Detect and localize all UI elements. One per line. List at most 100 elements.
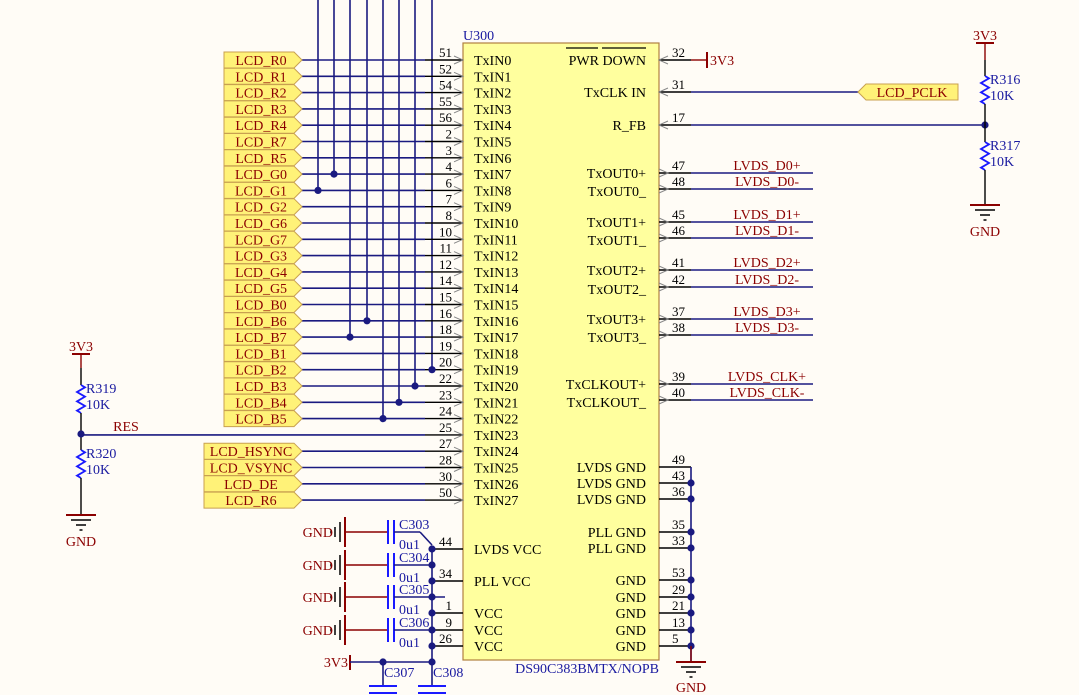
pin-name: TxIN14	[474, 282, 518, 297]
net-label-lcd-g0[interactable]: LCD_G0	[235, 168, 287, 183]
net-label-flag[interactable]	[203, 475, 303, 493]
net-label-lcd-b1[interactable]: LCD_B1	[235, 347, 286, 362]
power-3v3-label: 3V3	[324, 656, 348, 671]
net-label-lcd-b5[interactable]: LCD_B5	[235, 413, 286, 428]
net-label-lcd-g7[interactable]: LCD_G7	[235, 233, 287, 248]
net-label-lcd-r6[interactable]: LCD_R6	[225, 494, 276, 509]
net-label-flag[interactable]	[203, 459, 303, 476]
cap-ref: C304	[399, 551, 429, 566]
input-pin-arrow-icon	[453, 479, 465, 489]
gnd-pin-name: GND	[616, 607, 646, 622]
net-label-lcd-r2[interactable]: LCD_R2	[235, 87, 286, 102]
lvds-net-label: LVDS_D3+	[733, 305, 800, 320]
r319-resistor-icon[interactable]	[75, 384, 87, 414]
power-pin-name: VCC	[474, 640, 503, 655]
pin-name: TxIN24	[474, 445, 518, 460]
net-label-flag[interactable]	[223, 393, 303, 411]
net-label-lcd-b0[interactable]: LCD_B0	[235, 299, 286, 314]
pin-name: TxIN22	[474, 413, 518, 428]
cap-value: 0u1	[399, 538, 420, 553]
net-label-lcd-r0[interactable]: LCD_R0	[235, 54, 286, 69]
pin-number: 47	[672, 158, 686, 173]
net-label-flag[interactable]	[223, 377, 303, 395]
net-label-flag[interactable]	[203, 491, 303, 509]
net-label-flag[interactable]	[223, 116, 303, 134]
net-label-flag[interactable]	[223, 230, 303, 248]
net-label-flag[interactable]	[203, 442, 303, 460]
input-pin-arrow-icon	[453, 381, 465, 391]
net-label-flag[interactable]	[223, 328, 303, 346]
net-label-flag[interactable]	[223, 149, 303, 167]
gnd-pin-name: GND	[616, 591, 646, 606]
net-label-lcd-b7[interactable]: LCD_B7	[235, 331, 286, 346]
net-label-lcd-g2[interactable]: LCD_G2	[235, 201, 287, 216]
input-pin-arrow-icon	[453, 414, 465, 424]
ic-body-u300[interactable]	[462, 42, 660, 661]
pin-number: 49	[672, 452, 685, 467]
lvds-pin-name: TxOUT0+	[587, 167, 646, 182]
net-label-lcd-g4[interactable]: LCD_G4	[235, 266, 287, 281]
net-label-flag[interactable]	[223, 361, 303, 379]
r319-value: 10K	[86, 398, 110, 413]
net-label-lcd-r5[interactable]: LCD_R5	[235, 152, 286, 167]
net-label-flag[interactable]	[223, 133, 303, 150]
r317-resistor-icon[interactable]	[979, 141, 991, 171]
power-3v3-label: 3V3	[710, 54, 734, 69]
net-label-lcd-pclk[interactable]: LCD_PCLK	[877, 86, 948, 101]
net-label-lcd-b3[interactable]: LCD_B3	[235, 380, 286, 395]
net-label-lcd-r7[interactable]: LCD_R7	[235, 136, 286, 151]
input-pin-arrow-icon	[453, 153, 465, 163]
r316-value: 10K	[990, 89, 1014, 104]
pin-name: TxIN13	[474, 266, 518, 281]
junction-dot	[395, 398, 403, 406]
net-label-flag[interactable]	[223, 198, 303, 216]
pin-name: TxIN17	[474, 331, 518, 346]
net-label-flag[interactable]	[223, 100, 303, 118]
net-label-lcd-g5[interactable]: LCD_G5	[235, 282, 287, 297]
pin-number: 37	[672, 304, 686, 319]
gnd-label: GND	[303, 526, 333, 541]
net-label-flag[interactable]	[223, 181, 303, 199]
net-label-flag[interactable]	[857, 83, 959, 101]
net-label-lcd-g1[interactable]: LCD_G1	[235, 184, 287, 199]
net-label-lcd-g3[interactable]: LCD_G3	[235, 250, 287, 265]
pin-number: 41	[672, 255, 685, 270]
net-label-lcd-hsync[interactable]: LCD_HSYNC	[210, 445, 292, 460]
net-label-lcd-g6[interactable]: LCD_G6	[235, 217, 287, 232]
net-label-lcd-b4[interactable]: LCD_B4	[235, 396, 286, 411]
r316-resistor-icon[interactable]	[979, 75, 991, 105]
pin-number: 9	[446, 615, 453, 630]
r320-resistor-icon[interactable]	[75, 449, 87, 479]
net-label-lcd-r3[interactable]: LCD_R3	[235, 103, 286, 118]
lvds-net-label: LVDS_D2-	[735, 273, 799, 288]
input-pin-arrow-icon	[657, 55, 669, 65]
net-label-lcd-r4[interactable]: LCD_R4	[235, 119, 286, 134]
net-label-flag[interactable]	[223, 247, 303, 265]
pin-number: 44	[439, 534, 453, 549]
net-label-flag[interactable]	[223, 312, 303, 330]
net-label-flag[interactable]	[223, 279, 303, 297]
net-label-flag[interactable]	[223, 263, 303, 281]
net-label-flag[interactable]	[223, 214, 303, 232]
input-pin-arrow-icon	[453, 251, 465, 261]
net-label-lcd-b6[interactable]: LCD_B6	[235, 315, 286, 330]
pin-number: 23	[439, 387, 452, 402]
r320-value: 10K	[86, 463, 110, 478]
net-label-lcd-vsync[interactable]: LCD_VSYNC	[210, 462, 292, 477]
net-label-flag[interactable]	[223, 165, 303, 183]
net-label-lcd-b2[interactable]: LCD_B2	[235, 364, 286, 379]
net-label-flag[interactable]	[223, 296, 303, 313]
junction-dot	[428, 366, 436, 374]
pin-number: 53	[672, 565, 685, 580]
net-label-flag[interactable]	[223, 51, 303, 69]
gnd-pin-name: GND	[616, 574, 646, 589]
net-label-flag[interactable]	[223, 410, 303, 428]
input-pin-arrow-icon	[453, 397, 465, 407]
net-label-lcd-r1[interactable]: LCD_R1	[235, 70, 286, 85]
net-label-flag[interactable]	[223, 344, 303, 362]
net-label-lcd-de[interactable]: LCD_DE	[224, 478, 278, 493]
net-label-flag[interactable]	[223, 84, 303, 102]
net-label-flag[interactable]	[223, 67, 303, 85]
cap-ref: C307	[384, 666, 414, 681]
cap-value: 0u1	[399, 603, 420, 618]
